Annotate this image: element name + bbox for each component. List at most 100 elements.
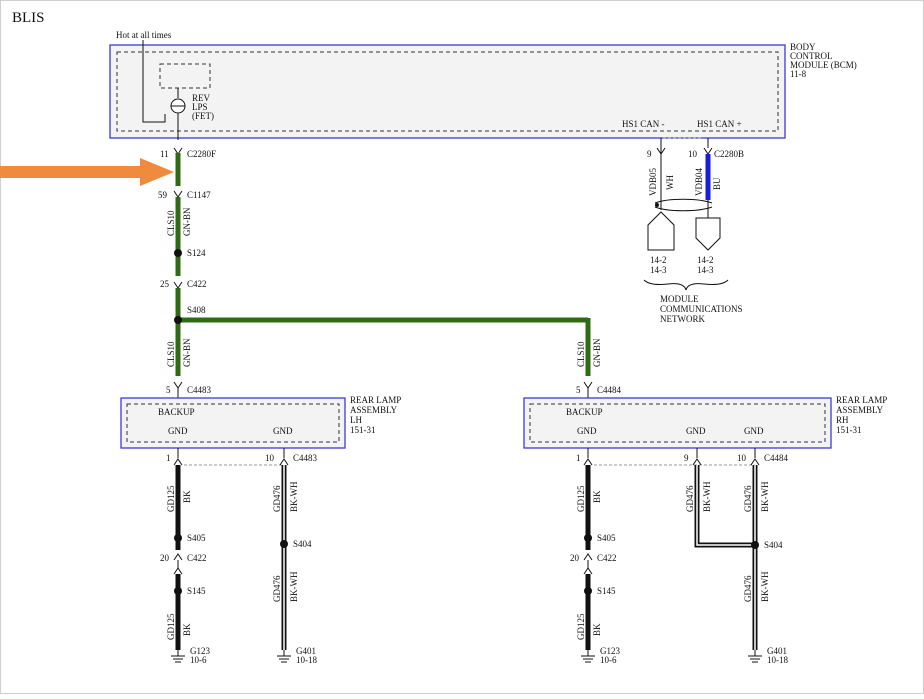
rh-w2b-id: GD476	[743, 575, 753, 602]
network-line-3: NETWORK	[660, 314, 705, 324]
rh-conn-c4484: C4484	[764, 453, 789, 463]
lh-gnd2-label: GND	[273, 426, 293, 436]
lh-w2b-color: BK-WH	[289, 571, 299, 602]
lh-w1b-color: BK	[182, 623, 192, 636]
can-conn-c2280b: C2280B	[714, 149, 744, 159]
rh-w1b-color: BK	[592, 623, 602, 636]
conn-c4484: C4484	[597, 385, 622, 395]
lh-name-line-2: ASSEMBLY	[350, 405, 398, 415]
left-backup-feed: 11 C2280F 59 C1147 CLS10 GN-BN S124 25 C…	[158, 147, 591, 398]
conn-c1147: C1147	[187, 190, 211, 200]
wire-color-gnbn-a: GN-BN	[182, 207, 192, 236]
rh-name-line-2: ASSEMBLY	[836, 405, 884, 415]
can-pin-9: 9	[647, 149, 652, 159]
lh-w2-color: BK-WH	[289, 481, 299, 512]
lh-w1b-id: GD125	[166, 613, 176, 640]
rh-w1-id: GD125	[576, 485, 586, 512]
rear-lamp-rh: BACKUP GND GND GND REAR LAMP ASSEMBLY RH…	[523, 395, 887, 665]
network-line-2: COMMUNICATIONS	[660, 304, 743, 314]
can-high-connector-icon	[695, 217, 721, 251]
rev-line-3: (FET)	[192, 111, 214, 121]
rh-gnd1-label: GND	[577, 426, 597, 436]
can-pin-10: 10	[688, 149, 698, 159]
rh-g401-ref: 10-18	[767, 655, 788, 665]
can-low-connector-icon	[647, 211, 675, 251]
rh-w9-color: BK-WH	[702, 481, 712, 512]
splice-s408-label: S408	[187, 305, 206, 315]
rear-lamp-lh: BACKUP GND GND REAR LAMP ASSEMBLY LH 151…	[120, 395, 401, 665]
can-wire-right-id: VDB04	[694, 167, 704, 196]
rh-name-line-3: RH	[836, 415, 849, 425]
lh-s404: S404	[293, 539, 312, 549]
rh-w1b-id: GD125	[576, 613, 586, 640]
right-backup-feed: CLS10 GN-BN 5 C4484	[576, 338, 622, 398]
lh-g401-ref: 10-18	[296, 655, 317, 665]
can-ref-left-2: 14-3	[650, 265, 667, 275]
splice-s124-label: S124	[187, 248, 206, 258]
pin-c4483-5: 5	[166, 385, 171, 395]
pin-c2280f: 11	[160, 149, 169, 159]
wire-id-cls10-c: CLS10	[576, 341, 586, 367]
hot-at-all-times-label: Hot at all times	[116, 30, 172, 40]
rh-s405: S405	[597, 533, 616, 543]
rh-pin-9: 9	[684, 453, 689, 463]
lh-name-line-1: REAR LAMP	[350, 395, 401, 405]
lh-conn-c4483: C4483	[293, 453, 318, 463]
wire-color-gnbn-b: GN-BN	[182, 338, 192, 367]
rev-line-2: LPS	[192, 102, 208, 112]
can-ref-left-1: 14-2	[650, 255, 667, 265]
rh-gnd2-label: GND	[686, 426, 706, 436]
lh-name-line-3: LH	[350, 415, 362, 425]
network-line-1: MODULE	[660, 294, 699, 304]
lh-c422: C422	[187, 553, 207, 563]
rh-gnd3-label: GND	[744, 426, 764, 436]
rev-line-1: REV	[192, 93, 211, 103]
lh-g123: G123	[190, 646, 210, 656]
lh-gnd1-label: GND	[168, 426, 188, 436]
rh-pin-1: 1	[576, 453, 581, 463]
lh-s145: S145	[187, 586, 206, 596]
rh-w10-color: BK-WH	[760, 481, 770, 512]
wire-id-cls10-a: CLS10	[166, 210, 176, 236]
can-ref-right-2: 14-3	[697, 265, 714, 275]
splice-s124	[174, 249, 182, 257]
lh-w1-color: BK	[182, 490, 192, 503]
pointer-arrow-icon	[0, 158, 174, 186]
rh-g401: G401	[767, 646, 787, 656]
lh-s405: S405	[187, 533, 206, 543]
lh-g123-ref: 10-6	[190, 655, 207, 665]
lh-pin-10: 10	[265, 453, 275, 463]
pin-c1147: 59	[158, 190, 168, 200]
rh-w9-id: GD476	[685, 485, 695, 512]
splice-s408	[174, 316, 182, 324]
rh-s145: S145	[597, 586, 616, 596]
diagram-title: BLIS	[12, 10, 45, 26]
can-wire-left-id: VDB05	[648, 167, 658, 196]
bcm-name-line-3: MODULE (BCM)	[790, 60, 857, 70]
bcm-name-line-2: CONTROL	[790, 51, 833, 61]
rh-w2b-color: BK-WH	[760, 571, 770, 602]
rh-name-line-4: 151-31	[836, 425, 862, 435]
can-wire-left-color: WH	[665, 175, 675, 190]
lh-backup-label: BACKUP	[158, 407, 195, 417]
lh-w2-id: GD476	[272, 485, 282, 512]
lh-name-line-4: 151-31	[350, 425, 376, 435]
rh-s404: S404	[764, 540, 783, 550]
lh-pin-20: 20	[160, 553, 170, 563]
rh-w1-color: BK	[592, 490, 602, 503]
conn-c4483: C4483	[187, 385, 212, 395]
rh-c422: C422	[597, 553, 617, 563]
bcm-module: Hot at all times REV LPS (FET) BODY CONT…	[109, 30, 857, 140]
conn-c422: C422	[187, 279, 207, 289]
rh-pin-10: 10	[737, 453, 747, 463]
can-minus-label: HS1 CAN -	[622, 119, 665, 129]
rh-g123: G123	[600, 646, 620, 656]
wire-color-gnbn-c: GN-BN	[592, 338, 602, 367]
can-wire-right-color: BU	[712, 177, 722, 190]
wire-id-cls10-b: CLS10	[166, 341, 176, 367]
can-network: 9 10 C2280B VDB05 WH VDB04 BU 14-2 14-3 …	[643, 138, 744, 324]
lh-g401: G401	[296, 646, 316, 656]
rh-g123-ref: 10-6	[600, 655, 617, 665]
can-ref-right-1: 14-2	[697, 255, 714, 265]
rh-backup-label: BACKUP	[566, 407, 603, 417]
